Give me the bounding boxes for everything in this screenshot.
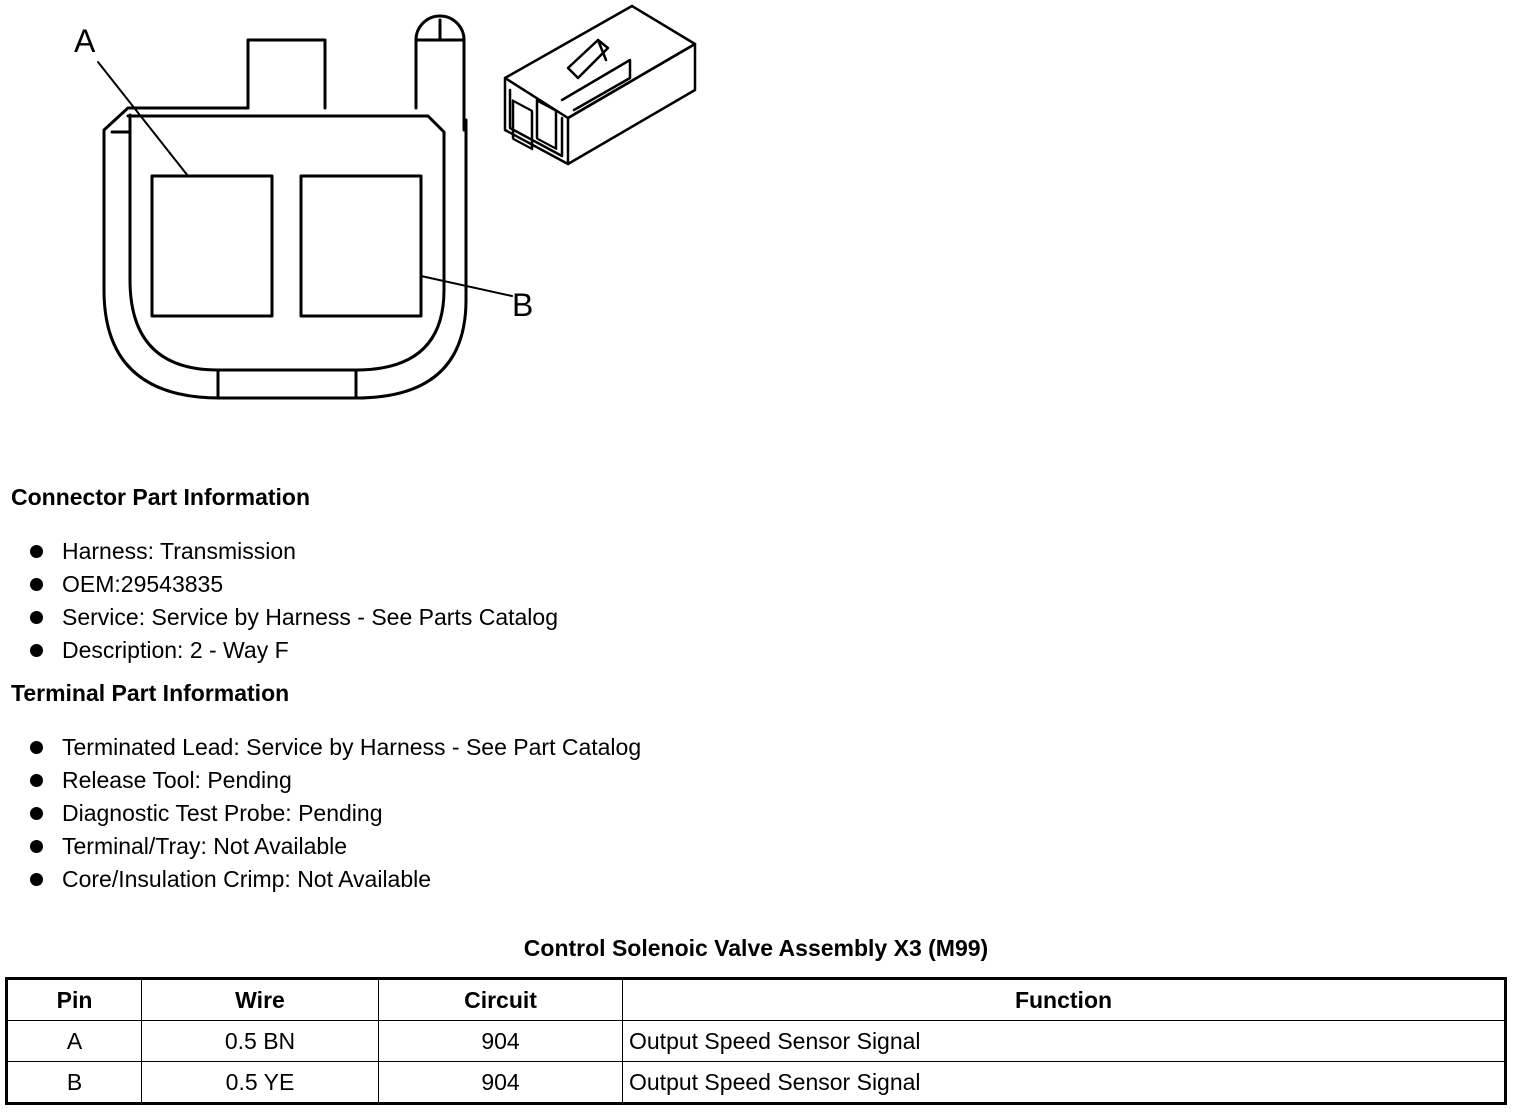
connector-part-info-heading: Connector Part Information bbox=[11, 484, 311, 510]
table-header-row: Pin Wire Circuit Function bbox=[6, 978, 1506, 1021]
connector-part-info-list: Harness: Transmission OEM:29543835 Servi… bbox=[28, 536, 558, 668]
iso-ridge bbox=[560, 58, 632, 112]
list-item: OEM:29543835 bbox=[28, 569, 558, 602]
terminal-part-info-list: Terminated Lead: Service by Harness - Se… bbox=[28, 732, 641, 897]
locking-post bbox=[414, 14, 466, 132]
leader-line-a bbox=[97, 61, 189, 177]
cell-pin: A bbox=[6, 1020, 142, 1062]
terminal-part-info-heading: Terminal Part Information bbox=[11, 680, 290, 706]
cell-circuit: 904 bbox=[378, 1061, 623, 1104]
cell-pin: B bbox=[6, 1061, 142, 1104]
connector-isometric-view bbox=[503, 4, 697, 166]
pinout-table: Pin Wire Circuit Function A 0.5 BN 904 O… bbox=[5, 977, 1507, 1105]
header-pin: Pin bbox=[6, 978, 142, 1021]
top-latch bbox=[246, 38, 327, 110]
cavity-a bbox=[150, 174, 274, 318]
iso-cavity-right bbox=[535, 99, 558, 151]
list-item: Terminal/Tray: Not Available bbox=[28, 831, 641, 864]
table-title: Control Solenoic Valve Assembly X3 (M99) bbox=[523, 935, 989, 961]
table-row: A 0.5 BN 904 Output Speed Sensor Signal bbox=[6, 1020, 1506, 1062]
list-item: Harness: Transmission bbox=[28, 536, 558, 569]
iso-cavity-left bbox=[511, 99, 534, 151]
connector-diagram: A B bbox=[74, 4, 697, 400]
iso-right-face bbox=[566, 42, 697, 166]
list-item: Release Tool: Pending bbox=[28, 765, 641, 798]
cell-function: Output Speed Sensor Signal bbox=[622, 1061, 1506, 1104]
cell-wire: 0.5 YE bbox=[141, 1061, 379, 1104]
list-item: Service: Service by Harness - See Parts … bbox=[28, 602, 558, 635]
list-item: Terminated Lead: Service by Harness - Se… bbox=[28, 732, 641, 765]
label-a: A bbox=[74, 23, 96, 59]
header-circuit: Circuit bbox=[378, 978, 623, 1021]
connector-body-outline bbox=[102, 106, 468, 400]
iso-latch-tab bbox=[566, 38, 610, 80]
cavity-b bbox=[299, 174, 423, 318]
cell-circuit: 904 bbox=[378, 1020, 623, 1062]
iso-front-rim bbox=[508, 88, 564, 158]
table-row: B 0.5 YE 904 Output Speed Sensor Signal bbox=[6, 1061, 1506, 1104]
list-item: Description: 2 - Way F bbox=[28, 635, 558, 668]
list-item: Diagnostic Test Probe: Pending bbox=[28, 798, 641, 831]
iso-front-face bbox=[503, 76, 570, 166]
leader-line-b bbox=[420, 275, 513, 297]
connector-body-inner-outline bbox=[110, 113, 446, 372]
header-function: Function bbox=[622, 978, 1506, 1021]
label-b: B bbox=[512, 287, 533, 323]
iso-latch-edge bbox=[596, 38, 608, 62]
cell-function: Output Speed Sensor Signal bbox=[622, 1020, 1506, 1062]
list-item: Core/Insulation Crimp: Not Available bbox=[28, 864, 641, 897]
cell-wire: 0.5 BN bbox=[141, 1020, 379, 1062]
header-wire: Wire bbox=[141, 978, 379, 1021]
